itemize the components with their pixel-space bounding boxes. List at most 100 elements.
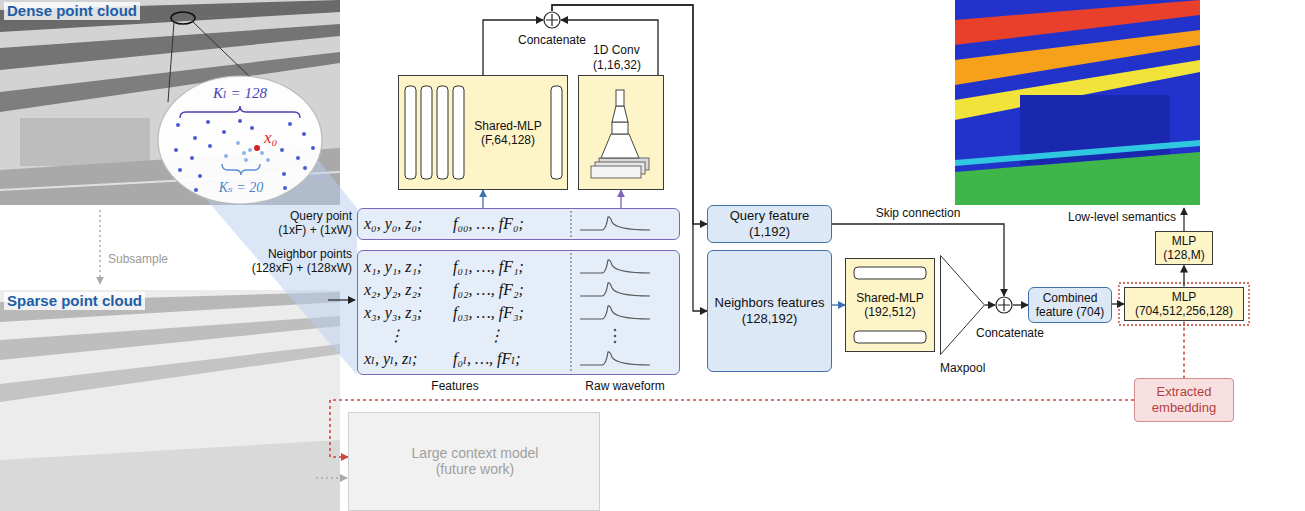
zoom-callout bbox=[168, 22, 174, 102]
row-text: f₀₃, …, fF₃; bbox=[453, 303, 524, 323]
connector bbox=[1112, 303, 1124, 304]
zoom-callout bbox=[171, 12, 195, 24]
semantic-cloud-photo bbox=[955, 0, 1200, 205]
box-label: 1D Conv (1,16,32) bbox=[593, 43, 655, 72]
box-label: Maxpool bbox=[940, 361, 1010, 375]
neighbor-dots bbox=[260, 151, 264, 155]
neighbor-dots bbox=[296, 156, 300, 160]
waveform-glyph bbox=[580, 260, 650, 273]
layer-bar bbox=[551, 86, 562, 179]
box-label: Neighbor points (128xF) + (128xW) bbox=[248, 247, 352, 276]
waveform-glyph bbox=[580, 283, 650, 296]
panel-title: Sparse point cloud bbox=[4, 292, 145, 310]
neighbor-dots bbox=[236, 141, 240, 145]
arrowhead bbox=[330, 5, 1184, 457]
box-label: Shared-MLP (192,512) bbox=[846, 291, 934, 320]
neighbor-dots bbox=[198, 174, 202, 178]
panel-title: Dense point cloud bbox=[4, 2, 140, 20]
neighbor-dots bbox=[174, 148, 178, 152]
neighbor-dots bbox=[288, 122, 292, 126]
row-text: f₀₀, …, fF₀; bbox=[453, 214, 524, 234]
neighbor-input: Neighbor points (128xF) + (128xW)x₁, y₁,… bbox=[357, 250, 680, 375]
row-text: xₗ, yₗ, zₗ; bbox=[364, 349, 417, 369]
box-label: Concatenate bbox=[503, 33, 601, 47]
output-arrow bbox=[1184, 208, 1185, 231]
brace bbox=[180, 106, 300, 175]
neighbor-dots bbox=[224, 154, 228, 158]
mlp-block: MLP (704,512,256,128) bbox=[1124, 287, 1244, 322]
neighbor-dots bbox=[244, 158, 248, 162]
concat-op-glyph bbox=[543, 11, 561, 29]
row-text: x₀, y₀, z₀; bbox=[364, 214, 422, 234]
zoom-callout bbox=[193, 22, 250, 77]
concat-symbol bbox=[546, 14, 558, 26]
neighbor-dots bbox=[208, 144, 212, 148]
neighbor-dots bbox=[238, 119, 242, 123]
waveform-glyph bbox=[580, 352, 650, 365]
count-label: Kₛ = 20 bbox=[206, 180, 276, 197]
neighbor-dots bbox=[282, 172, 286, 176]
row-text: f₀₂, …, fF₂; bbox=[453, 280, 524, 300]
layer-bar bbox=[854, 267, 926, 279]
neighbor-dots bbox=[174, 119, 315, 192]
neighbor-dots bbox=[222, 130, 226, 134]
neighbor-dots bbox=[250, 126, 254, 130]
connector bbox=[1013, 304, 1028, 305]
conv-kernel bbox=[601, 134, 639, 158]
sparse-cloud-photo bbox=[0, 344, 340, 402]
connector bbox=[1183, 265, 1184, 286]
step-label: Subsample bbox=[108, 252, 168, 266]
conv-kernel bbox=[612, 106, 628, 122]
subsample-arrow bbox=[100, 210, 101, 284]
output-label: Low-level semantics bbox=[1054, 210, 1176, 224]
neighbor-dots bbox=[280, 148, 284, 152]
concat-symbol bbox=[544, 12, 560, 28]
zoom-callout bbox=[158, 76, 322, 204]
waveform-glyph bbox=[580, 306, 650, 319]
box-label: Shared-MLP (F,64,128) bbox=[465, 118, 551, 147]
box-label: Query feature (1,192) bbox=[708, 208, 831, 239]
row-text: f₀ₗ, …, fFₗ; bbox=[453, 349, 521, 369]
ellipsis-dot bbox=[614, 341, 617, 344]
concat-op-glyph bbox=[995, 296, 1013, 314]
sparse-cloud-photo bbox=[0, 440, 340, 511]
waveform-glyph bbox=[580, 217, 650, 230]
layer-bar bbox=[453, 86, 464, 179]
subsample-arrow bbox=[99, 210, 101, 284]
connector bbox=[620, 190, 621, 208]
neighbor-dots bbox=[178, 168, 182, 172]
dense-cloud-photo bbox=[0, 0, 340, 205]
column-label: Raw waveform bbox=[570, 379, 680, 393]
sparse-cloud-photo bbox=[0, 290, 340, 511]
feature-box: Query feature (1,192) bbox=[707, 205, 832, 242]
embedding-highlight bbox=[1119, 283, 1249, 325]
concat-op: Concatenate bbox=[543, 11, 561, 29]
conv-block: 1D Conv (1,16,32) bbox=[578, 75, 664, 190]
neighbor-dots bbox=[302, 132, 306, 136]
column-divider bbox=[570, 211, 571, 237]
concat-symbol bbox=[996, 297, 1012, 313]
row-text: f₀₁, …, fF₁; bbox=[453, 257, 524, 277]
count-label: Kₗ = 128 bbox=[200, 84, 280, 102]
dense-cloud-photo bbox=[0, 0, 340, 32]
row-text: x₃, y₃, z₃; bbox=[364, 303, 422, 323]
edge-label: Skip connection bbox=[873, 206, 964, 220]
input-arrow bbox=[328, 300, 355, 301]
layer-bar bbox=[421, 86, 432, 179]
query-input: Query point (1xF) + (1xW)x₀, y₀, z₀;f₀₀,… bbox=[357, 208, 680, 240]
box-label: Neighbors features (128,192) bbox=[708, 295, 831, 326]
concat-symbol bbox=[998, 299, 1010, 311]
feature-box: Combined feature (704) bbox=[1028, 287, 1112, 323]
row-text: x₁, y₁, z₁; bbox=[364, 257, 422, 277]
row-text: ⋮ bbox=[488, 326, 504, 346]
semantic-cloud-photo bbox=[955, 152, 1200, 205]
future-box: Large context model (future work) bbox=[348, 412, 600, 511]
conv-block-glyph bbox=[579, 76, 665, 191]
neighbor-dots bbox=[248, 148, 252, 152]
ellipsis-dot bbox=[614, 329, 617, 332]
layer-bar bbox=[437, 86, 448, 179]
neighbor-dots bbox=[303, 166, 307, 170]
connector bbox=[1183, 321, 1185, 378]
neighbor-dots bbox=[206, 120, 210, 124]
output-arrow bbox=[1183, 208, 1184, 231]
